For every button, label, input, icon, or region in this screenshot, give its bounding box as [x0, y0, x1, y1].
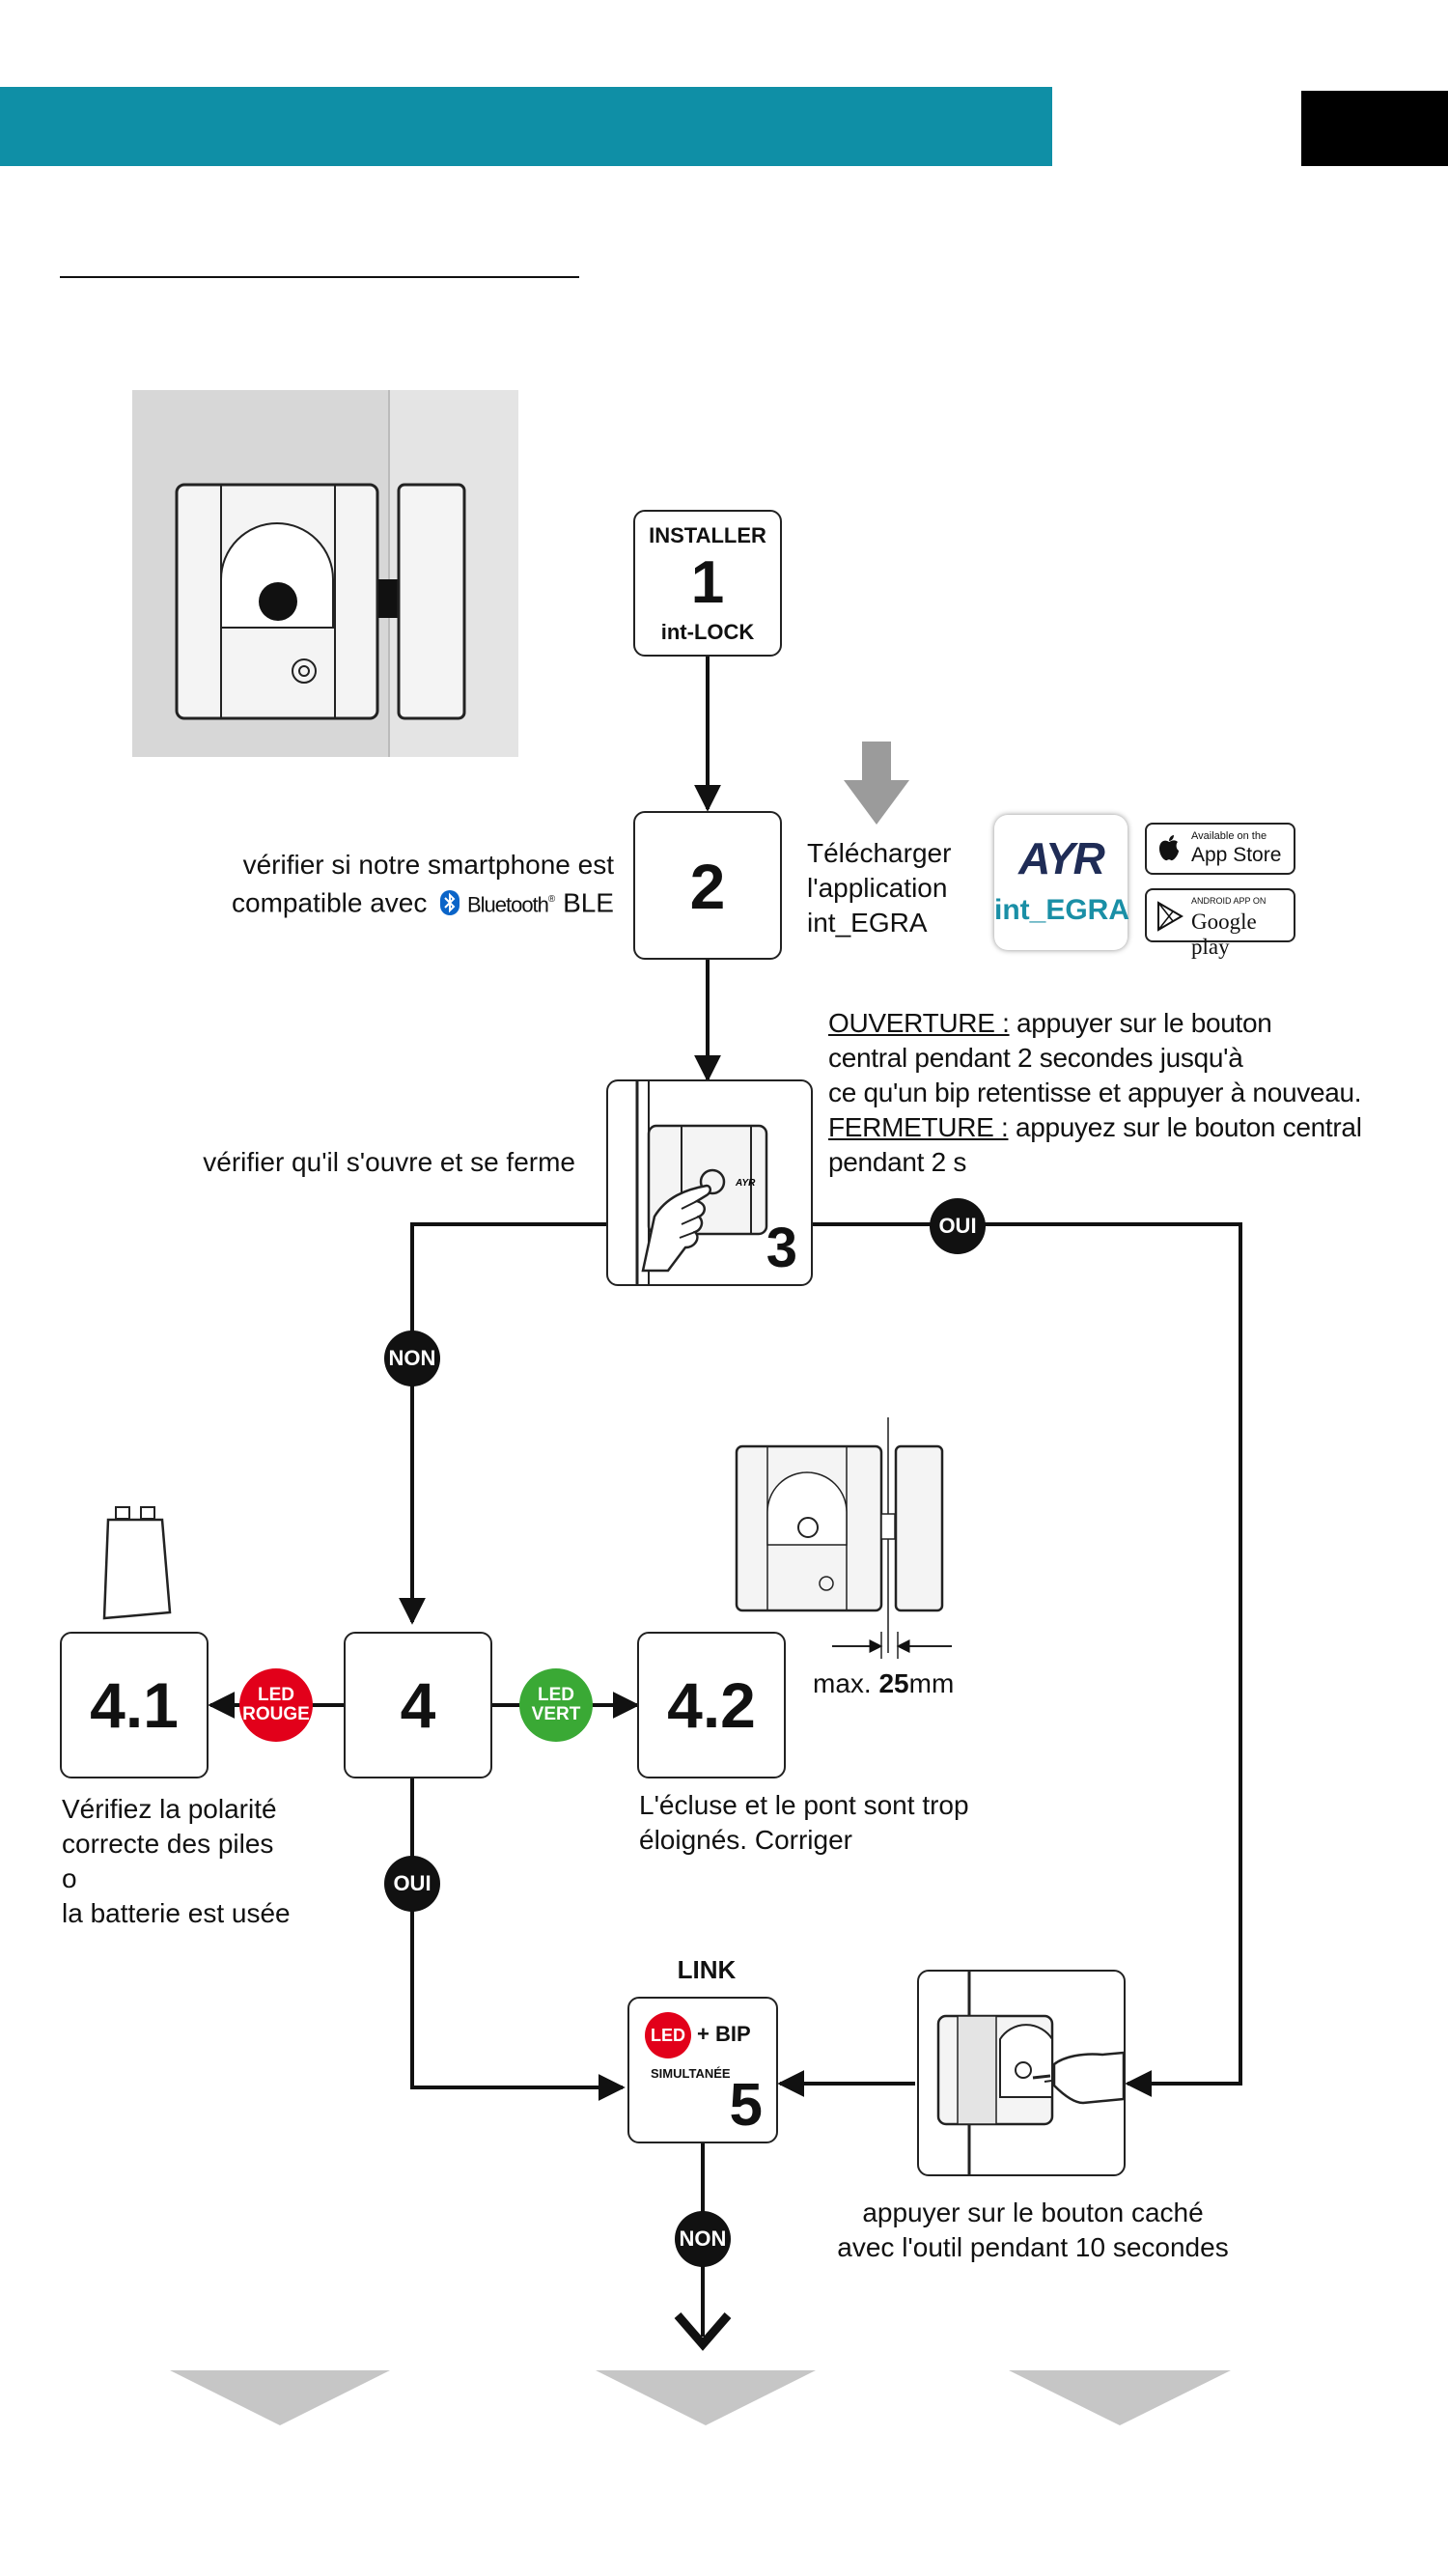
step-41-line1: Vérifiez la polarité [62, 1794, 277, 1824]
app-store-button[interactable]: Available on the App Store [1145, 823, 1295, 875]
ble-text: BLE [563, 887, 614, 918]
step-3-box: AYR 3 [606, 1079, 813, 1286]
max-value: 25 [878, 1668, 909, 1698]
step-41-line3: o [62, 1863, 77, 1893]
step-2-left-line1: vérifier si notre smartphone est [242, 850, 614, 880]
step-41-line4: la batterie est usée [62, 1898, 291, 1928]
ouverture-line2: central pendant 2 secondes jusqu'à [828, 1043, 1243, 1073]
step-5-title: LINK [677, 1955, 737, 1984]
step-42-number: 4.2 [667, 1669, 756, 1741]
next-page-chevron-left [170, 2370, 390, 2425]
int-lock-device-illustration [132, 390, 518, 757]
fermeture-text1: appuyez sur le bouton central [1008, 1112, 1362, 1142]
bluetooth-icon [440, 890, 460, 916]
step-1-top-label: INSTALLER [649, 523, 766, 547]
step-41-line2: correcte des piles [62, 1829, 274, 1859]
download-arrow-icon [844, 742, 909, 825]
ouverture-text1: appuyer sur le bouton [1009, 1008, 1272, 1038]
step-42-text: L'écluse et le pont sont trop éloignés. … [639, 1788, 1102, 1858]
reset-line2: avec l'outil pendant 10 secondes [837, 2232, 1229, 2262]
int-egra-app-logo[interactable]: AYR int_EGRA [994, 815, 1130, 950]
max-unit: mm [908, 1668, 955, 1698]
led-green-line1: LED [538, 1685, 574, 1705]
step-4-box: 4 [344, 1632, 492, 1778]
step-2-number: 2 [689, 851, 726, 922]
fermeture-label: FERMETURE : [828, 1112, 1009, 1142]
step-42-box: 4.2 [637, 1632, 786, 1778]
step-3-instructions: OUVERTURE : appuyer sur le bouton centra… [828, 1006, 1446, 1180]
google-play-big-text: Google play [1191, 910, 1257, 959]
svg-text:AYR: AYR [735, 1178, 756, 1189]
next-page-chevron-right [1009, 2370, 1231, 2425]
arrow-3-oui-to-reset [813, 1222, 1242, 2097]
int-egra-logo-text: int_EGRA [994, 894, 1130, 926]
ouverture-label: OUVERTURE : [828, 1008, 1010, 1038]
step-2-left-line2: compatible avec Bluetooth® BLE [232, 887, 614, 918]
arrow-4-oui-to-5 [410, 1778, 626, 2101]
badge-oui-step4: OUI [384, 1856, 440, 1912]
step-41-box: 4.1 [60, 1632, 209, 1778]
max-gap-label: max. 25mm [813, 1666, 954, 1701]
reset-tool-illustration-box [917, 1970, 1126, 2176]
step-5-bip: + BIP [697, 2022, 751, 2046]
reset-text: appuyer sur le bouton caché avec l'outil… [801, 2196, 1265, 2265]
ouverture-line3: ce qu'un bip retentisse et appuyer à nou… [828, 1078, 1362, 1107]
step-4-number: 4 [400, 1669, 436, 1741]
step-5-led-badge: LED [645, 2012, 691, 2058]
chevron-down-icon [674, 2312, 732, 2351]
download-line2: l'application [807, 873, 948, 903]
step-5-simultanee: SIMULTANÉE [651, 2066, 731, 2081]
google-play-icon [1157, 901, 1183, 932]
reset-tool-icon [936, 1972, 1124, 2174]
download-line3: int_EGRA [807, 908, 928, 938]
ouverture-line1: OUVERTURE : appuyer sur le bouton [828, 1006, 1446, 1041]
google-play-button[interactable]: ANDROID APP ON Google play [1145, 888, 1295, 959]
fermeture-line1: FERMETURE : appuyez sur le bouton centra… [828, 1110, 1446, 1145]
step-42-line2: éloignés. Corriger [639, 1825, 852, 1855]
google-play-small-text: ANDROID APP ON [1191, 896, 1267, 906]
apple-icon [1159, 835, 1179, 861]
fermeture-line2: pendant 2 s [828, 1147, 967, 1177]
step-41-number: 4.1 [90, 1669, 179, 1741]
badge-non-step3: NON [384, 1330, 440, 1386]
reset-line1: appuyer sur le bouton caché [862, 2198, 1204, 2227]
step-1-number: 1 [690, 549, 725, 616]
download-line1: Télécharger [807, 838, 952, 868]
step-5-box: LED + BIP SIMULTANÉE 5 [627, 1997, 778, 2143]
step-42-line1: L'écluse et le pont sont trop [639, 1790, 969, 1820]
step-41-text: Vérifiez la polarité correcte des piles … [62, 1792, 351, 1931]
step-3-left-text: vérifier qu'il s'ouvre et se ferme [203, 1147, 575, 1177]
step-2-left-text: vérifier si notre smartphone est compati… [73, 848, 614, 922]
lock-gap-illustration [735, 1417, 952, 1659]
battery-icon [102, 1506, 172, 1620]
step-1-box: INSTALLER 1 int-LOCK [633, 510, 782, 657]
step-1-bottom-label: int-LOCK [660, 620, 755, 644]
step-5-number: 5 [729, 2072, 763, 2139]
led-red-line2: ROUGE [242, 1704, 310, 1724]
step-3-number: 3 [766, 1217, 797, 1279]
led-red-line1: LED [258, 1685, 294, 1705]
page-tab-marker [1301, 91, 1448, 166]
badge-oui-step3: OUI [930, 1198, 986, 1254]
app-store-small-text: Available on the [1191, 830, 1267, 842]
next-page-chevron-center [596, 2370, 816, 2425]
bluetooth-wordmark: Bluetooth [466, 892, 549, 917]
header-bar [0, 87, 1052, 166]
step-2-compatible-text: compatible avec [232, 887, 428, 918]
badge-non-step5: NON [675, 2211, 731, 2267]
arrow-3-non-to-4 [399, 1222, 608, 1625]
hand-pressing-lock-icon: AYR [635, 1081, 768, 1284]
ayr-logo-text: AYR [1018, 833, 1105, 883]
led-green-line2: VERT [531, 1704, 581, 1724]
step-2-right-text: Télécharger l'application int_EGRA [807, 836, 971, 940]
section-rule [60, 276, 579, 278]
max-prefix: max. [813, 1668, 879, 1698]
app-store-big-text: App Store [1191, 844, 1282, 866]
step-2-box: 2 [633, 811, 782, 960]
